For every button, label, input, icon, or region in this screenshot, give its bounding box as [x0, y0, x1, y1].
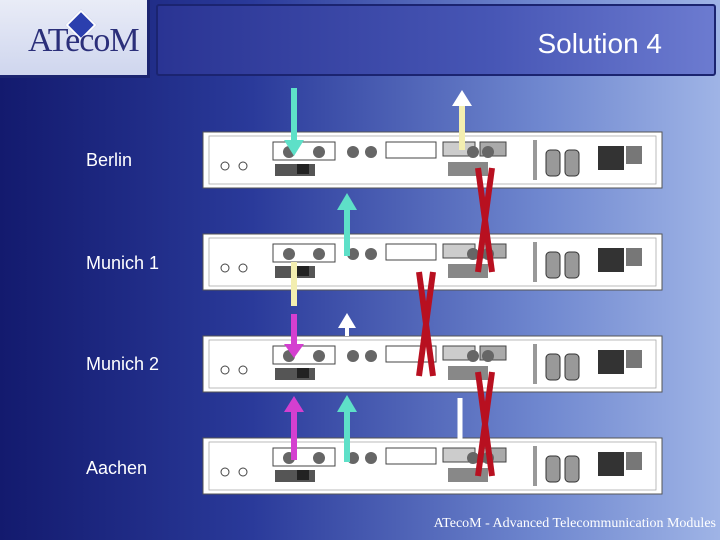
arrow-white-up-munich-2	[338, 313, 356, 336]
site-label-berlin: Berlin	[86, 150, 133, 170]
red-cross-munich-2-aachen	[475, 371, 495, 477]
arrow-magenta-down-munich-2	[284, 314, 304, 358]
logo: ATecoM	[0, 0, 150, 78]
site-label-munich-1: Munich 1	[86, 253, 160, 273]
arrow-yellow-up-berlin	[452, 90, 472, 150]
red-cross-munich-1-munich-2	[416, 271, 436, 377]
title-bar: Solution 4	[156, 4, 716, 76]
red-cross-berlin-munich-1	[475, 167, 495, 273]
arrow-magenta-up-aachen	[284, 396, 304, 460]
site-label-munich-2: Munich 2	[86, 354, 160, 374]
logo-text: ATecoM	[28, 22, 140, 59]
site-label-aachen: Aachen	[86, 458, 148, 478]
arrow-cyan-up-munich-1	[337, 193, 357, 256]
device-panel-berlin	[202, 131, 663, 189]
arrow-cyan-up-aachen	[337, 395, 357, 462]
footer-text: ATecoM - Advanced Telecommunication Modu…	[433, 516, 716, 531]
arrow-cyan-down-berlin	[284, 88, 304, 156]
header: ATecoM Solution 4	[0, 0, 720, 82]
device-panel-aachen	[202, 437, 663, 495]
page-title: Solution 4	[537, 28, 662, 59]
